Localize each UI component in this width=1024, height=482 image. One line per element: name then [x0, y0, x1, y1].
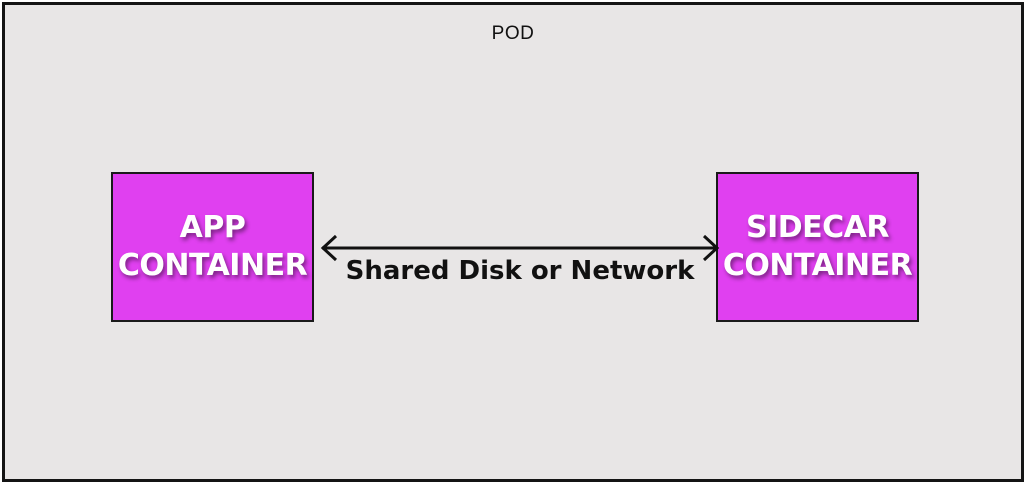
connection-label: Shared Disk or Network: [345, 256, 695, 286]
app-container-label-line2: CONTAINER: [117, 248, 308, 283]
app-container-label-line1: APP: [179, 210, 246, 245]
sidecar-container-label-line2: CONTAINER: [722, 248, 913, 283]
app-container-box: APP CONTAINER: [111, 172, 314, 322]
sidecar-container-box: SIDECAR CONTAINER: [716, 172, 919, 322]
sidecar-container-label-line1: SIDECAR: [746, 210, 890, 245]
pod-label: POD: [491, 23, 535, 44]
